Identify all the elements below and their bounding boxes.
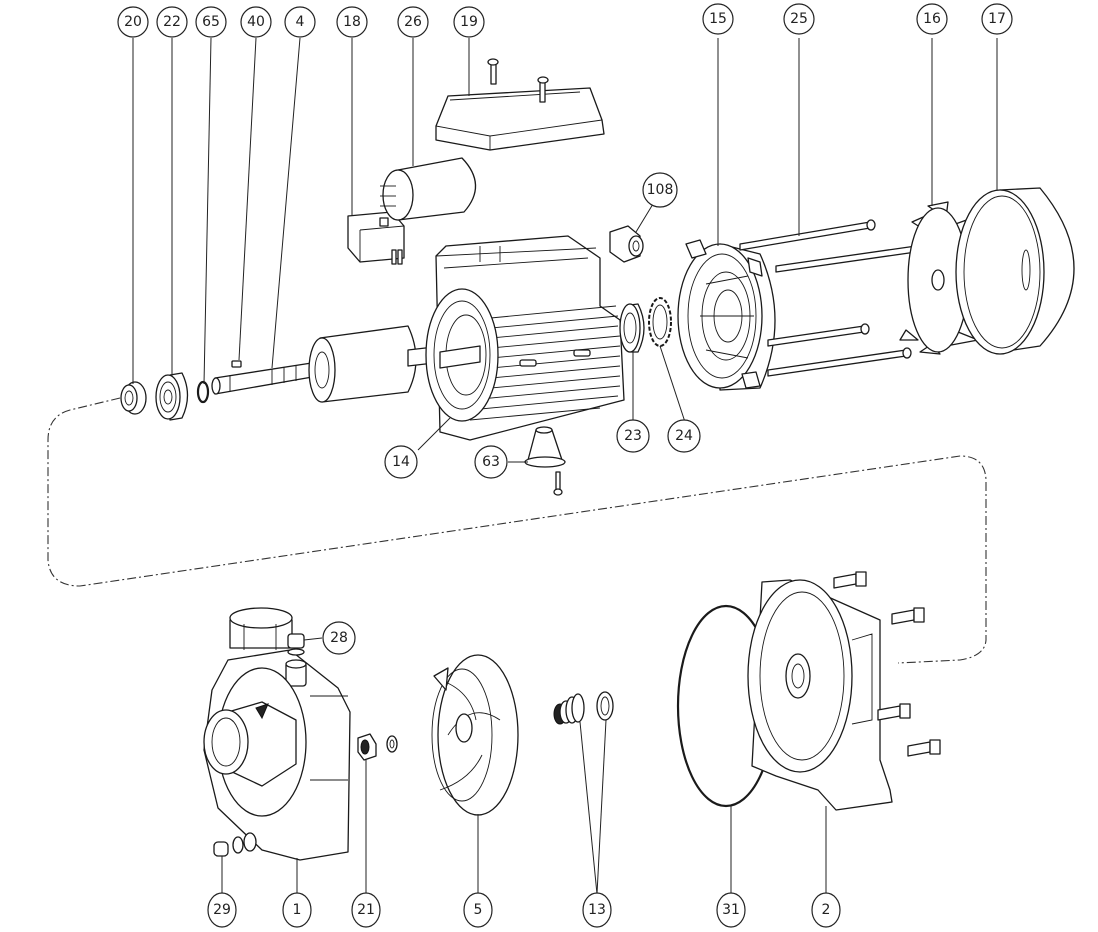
svg-text:16: 16	[923, 11, 941, 27]
callout-22: 22	[156, 6, 188, 38]
svg-text:22: 22	[163, 14, 181, 30]
callout-24: 24	[667, 419, 701, 453]
svg-text:4: 4	[296, 14, 305, 30]
callout-13: 13	[582, 892, 612, 928]
part-mechanical-seal	[553, 691, 614, 725]
part-rear-end-shield	[677, 239, 776, 391]
svg-text:26: 26	[404, 14, 422, 30]
callout-5: 5	[463, 892, 493, 928]
callout-31: 31	[716, 892, 746, 928]
callout-2: 2	[811, 892, 841, 928]
svg-text:17: 17	[988, 11, 1006, 27]
part-cable-gland	[609, 225, 644, 263]
callout-21: 21	[351, 892, 381, 928]
svg-text:63: 63	[482, 454, 500, 470]
callout-25: 25	[783, 3, 815, 35]
callout-63: 63	[474, 445, 508, 479]
callout-19: 19	[453, 6, 485, 38]
part-terminal-box-cover	[435, 58, 605, 151]
leader-lines	[132, 37, 998, 895]
part-priming-plug	[287, 633, 305, 656]
part-impeller-nut	[357, 733, 398, 761]
part-wave-washer	[648, 297, 672, 347]
assembly-axis-line	[47, 397, 987, 664]
callout-20: 20	[117, 6, 149, 38]
callout-29: 29	[207, 892, 237, 928]
callout-15: 15	[702, 3, 734, 35]
part-motor-housing	[425, 235, 625, 441]
svg-text:25: 25	[790, 11, 808, 27]
part-tie-rods	[739, 219, 922, 377]
part-terminal-block	[347, 211, 405, 265]
callout-4: 4	[284, 6, 316, 38]
callout-14: 14	[384, 445, 418, 479]
callout-26: 26	[397, 6, 429, 38]
part-impeller	[431, 654, 519, 816]
svg-text:65: 65	[202, 14, 220, 30]
part-rubber-foot	[524, 426, 566, 496]
svg-text:23: 23	[624, 428, 642, 444]
callout-23: 23	[616, 419, 650, 453]
part-rear-bearing	[619, 303, 645, 353]
svg-text:28: 28	[330, 630, 348, 646]
svg-text:31: 31	[722, 902, 740, 918]
svg-text:2: 2	[822, 902, 831, 918]
part-front-bearing	[155, 372, 189, 421]
svg-text:40: 40	[247, 14, 265, 30]
svg-text:24: 24	[675, 428, 693, 444]
callout-28: 28	[322, 621, 356, 655]
svg-text:5: 5	[474, 902, 483, 918]
callout-40: 40	[240, 6, 272, 38]
svg-text:20: 20	[124, 14, 142, 30]
part-capacitor	[380, 157, 477, 221]
callout-17: 17	[981, 3, 1013, 35]
part-pump-casing	[203, 607, 351, 861]
svg-text:108: 108	[647, 182, 674, 198]
svg-text:21: 21	[357, 902, 375, 918]
svg-text:18: 18	[343, 14, 361, 30]
svg-text:1: 1	[293, 902, 302, 918]
part-pump-bracket	[747, 579, 893, 811]
svg-text:15: 15	[709, 11, 727, 27]
part-shaft-key	[231, 360, 242, 368]
callout-18: 18	[336, 6, 368, 38]
svg-text:14: 14	[392, 454, 410, 470]
part-circlip	[196, 380, 210, 404]
part-bearing-cap	[120, 381, 147, 415]
svg-text:29: 29	[213, 902, 231, 918]
part-drain-plug	[213, 832, 257, 857]
svg-text:13: 13	[588, 902, 606, 918]
part-bracket-bolts	[833, 571, 941, 757]
callout-65: 65	[195, 6, 227, 38]
callout-108: 108	[642, 172, 678, 208]
callout-16: 16	[916, 3, 948, 35]
svg-text:19: 19	[460, 14, 478, 30]
callout-1: 1	[282, 892, 312, 928]
part-fan-cover	[955, 187, 1075, 355]
